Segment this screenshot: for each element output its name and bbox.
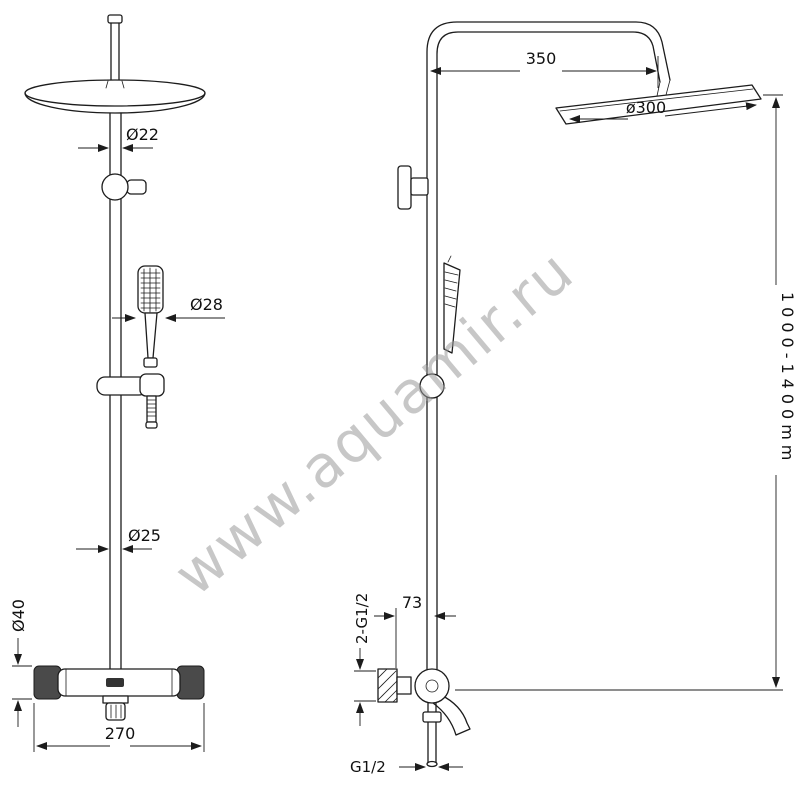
dim-outlet-thread: G1/2 <box>350 758 463 776</box>
rain-shower-head-side: ø300 <box>555 84 762 125</box>
wall-bracket-front <box>101 173 147 201</box>
dim-arm-length-label: 350 <box>526 49 557 68</box>
hand-shower-side <box>443 255 461 354</box>
dim-wall-offset: 73 <box>374 593 456 668</box>
dim-mixer-body-label: Ø40 <box>9 599 28 632</box>
mixer-front <box>33 665 205 721</box>
hand-shower-front <box>137 265 164 368</box>
dim-wall-offset-label: 73 <box>402 593 422 612</box>
dim-pipe-top: Ø22 <box>78 125 159 152</box>
dim-outlet-thread-label: G1/2 <box>350 758 386 776</box>
diverter-joint <box>419 373 445 399</box>
dim-mixer-width: 270 <box>33 703 205 752</box>
dim-inlet-thread-label: 2-G1/2 <box>353 593 371 644</box>
wall-bracket-side <box>397 165 429 210</box>
dim-head-diameter-label: ø300 <box>626 98 666 117</box>
watermark-text: www.aquamir.ru <box>161 236 586 608</box>
dim-hand-shower: Ø28 <box>112 295 225 322</box>
dim-height-range-label: 1000-1400mm <box>778 292 797 465</box>
side-view: 350 ø300 <box>350 21 797 776</box>
mixer-side <box>377 668 471 768</box>
dim-mixer-width-label: 270 <box>105 724 136 743</box>
dim-riser-label: Ø25 <box>128 526 161 545</box>
dim-height-range: 1000-1400mm <box>455 94 797 691</box>
dim-hand-shower-label: Ø28 <box>190 295 223 314</box>
dim-inlet-thread: 2-G1/2 <box>353 593 376 726</box>
slider-holder-front <box>96 373 165 429</box>
dim-pipe-top-label: Ø22 <box>126 125 159 144</box>
dim-riser: Ø25 <box>76 526 161 553</box>
dim-arm-length: 350 <box>430 49 659 88</box>
front-view: Ø22 Ø28 <box>9 14 225 752</box>
rain-shower-head-front <box>24 79 206 114</box>
dim-mixer-body: Ø40 <box>9 599 32 727</box>
